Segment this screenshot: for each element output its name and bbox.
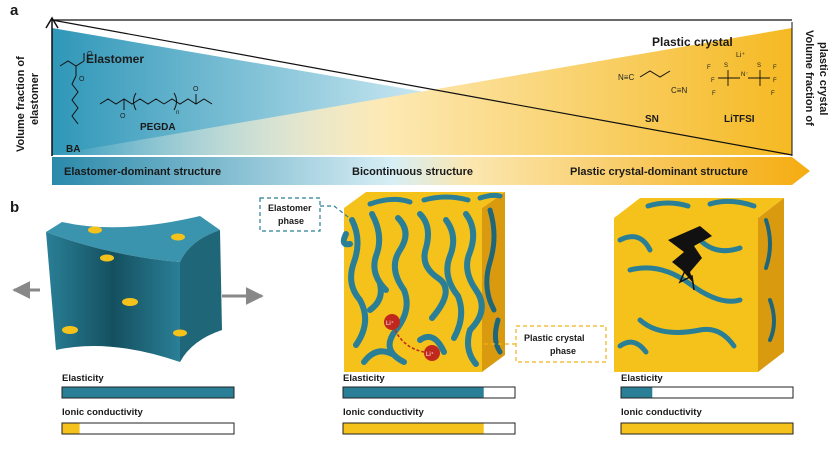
litfsi-f3: F bbox=[712, 91, 716, 97]
left-conductivity-bar-track bbox=[61, 422, 235, 435]
right-axis-label-line2: plastic crystal bbox=[817, 42, 829, 115]
left-axis-label-line1: Volume fraction of bbox=[15, 56, 27, 152]
litfsi-li-ion: Li⁺ bbox=[736, 52, 745, 59]
plastic-phase-line1: Plastic crystal bbox=[524, 333, 585, 343]
plastic-crystal-dot bbox=[62, 326, 78, 334]
middle-conductivity-label: Ionic conductivity bbox=[343, 407, 424, 418]
elastomer-title: Elastomer bbox=[86, 52, 144, 66]
plastic-crystal-dot bbox=[88, 226, 102, 234]
left-cube-side bbox=[180, 230, 222, 362]
elastomer-dominant-cube bbox=[46, 216, 222, 362]
right-cube-side bbox=[758, 198, 784, 372]
left-cube-top bbox=[46, 216, 220, 262]
sparse-network-side bbox=[764, 218, 776, 342]
arrow-label-elastomer: Elastomer-dominant structure bbox=[64, 166, 221, 178]
left-conductivity-label: Ionic conductivity bbox=[62, 407, 143, 418]
sn-formula: N≡C bbox=[618, 73, 634, 82]
pegda-o-label-1: O bbox=[120, 113, 126, 120]
elastomer-network bbox=[340, 211, 485, 367]
middle-cube-side bbox=[482, 192, 505, 372]
litfsi-f2: F bbox=[711, 78, 715, 84]
right-conductivity-bar-fill bbox=[621, 423, 793, 434]
right-conductivity-label: Ionic conductivity bbox=[621, 407, 702, 418]
diagonal-line bbox=[51, 19, 793, 156]
arrow-label-bicontinuous: Bicontinuous structure bbox=[352, 166, 473, 178]
litfsi-f1: F bbox=[707, 65, 711, 71]
litfsi-s1: S bbox=[724, 63, 728, 69]
plastic-crystal-fraction-triangle bbox=[52, 28, 792, 155]
ba-label: BA bbox=[66, 144, 80, 155]
litfsi-s2: S bbox=[757, 63, 761, 69]
plastic-crystal-dot bbox=[100, 254, 114, 262]
elastomer-phase-callout bbox=[259, 197, 321, 232]
elastomer-network-side bbox=[484, 207, 503, 355]
pegda-repeat-n: n bbox=[176, 110, 179, 116]
pegda-label: PEGDA bbox=[140, 122, 176, 133]
pegda-o-label-2: O bbox=[193, 86, 199, 93]
panel-label-b: b bbox=[10, 199, 19, 216]
left-conductivity-bar-fill bbox=[62, 423, 80, 434]
li-ion-end bbox=[424, 345, 440, 361]
plastic-crystal-dot bbox=[171, 233, 185, 241]
ba-o-label-2: O bbox=[79, 76, 85, 83]
litfsi-f6: F bbox=[771, 91, 775, 97]
bicontinuous-cube: Li⁺ Li⁺ bbox=[340, 192, 505, 372]
elastomer-network-top bbox=[367, 192, 503, 207]
litfsi-n: N⁻ bbox=[741, 72, 749, 78]
litfsi-f4: F bbox=[773, 65, 777, 71]
litfsi-label: LiTFSI bbox=[724, 114, 755, 125]
sn-formula-end: C≡N bbox=[671, 86, 687, 95]
plastic-crystal-dominant-cube bbox=[614, 198, 784, 372]
arrow-label-plastic: Plastic crystal-dominant structure bbox=[570, 166, 748, 178]
litfsi-f5: F bbox=[773, 78, 777, 84]
left-axis-label-line2: elastomer bbox=[29, 72, 41, 125]
elastomer-phase-line2: phase bbox=[278, 216, 304, 226]
plastic-crystal-dot bbox=[122, 298, 138, 306]
ba-structure bbox=[59, 53, 85, 125]
crack bbox=[668, 226, 712, 284]
structure-transition-arrow bbox=[52, 157, 810, 185]
middle-cube-front bbox=[344, 208, 482, 372]
crack-branch bbox=[678, 263, 695, 291]
right-elasticity-bar-track bbox=[620, 386, 794, 399]
left-cube-front bbox=[46, 232, 180, 362]
middle-elasticity-bar-fill bbox=[343, 387, 484, 398]
plastic-crystal-dot bbox=[173, 329, 187, 337]
ba-o-label-1: O bbox=[87, 51, 93, 58]
li-ion-label-2: Li⁺ bbox=[426, 351, 434, 358]
sn-chain bbox=[639, 70, 671, 78]
li-ion-start bbox=[384, 314, 400, 330]
right-axis-label-line1: Volume fraction of bbox=[803, 30, 815, 126]
middle-elasticity-label: Elasticity bbox=[343, 373, 385, 384]
right-cube-top bbox=[614, 198, 784, 218]
axis-arrowhead bbox=[45, 16, 59, 29]
middle-conductivity-bar-fill bbox=[343, 423, 484, 434]
right-elasticity-bar-fill bbox=[621, 387, 653, 398]
right-elasticity-label: Elasticity bbox=[621, 373, 663, 384]
pegda-structure bbox=[99, 92, 213, 111]
elastomer-phase-line1: Elastomer bbox=[268, 203, 312, 213]
plastic-phase-callout bbox=[515, 325, 607, 363]
panel-label-a: a bbox=[10, 2, 19, 19]
plastic-crystal-title: Plastic crystal bbox=[652, 35, 733, 49]
left-elasticity-label: Elasticity bbox=[62, 373, 104, 384]
elastomer-phase-leader bbox=[320, 205, 353, 221]
plastic-phase-line2: phase bbox=[550, 346, 576, 356]
left-elasticity-bar-fill bbox=[62, 387, 234, 398]
sn-label: SN bbox=[645, 114, 659, 125]
litfsi-structure bbox=[718, 70, 770, 86]
li-ion-label-1: Li⁺ bbox=[386, 320, 394, 327]
sparse-elastomer-network bbox=[617, 198, 757, 355]
